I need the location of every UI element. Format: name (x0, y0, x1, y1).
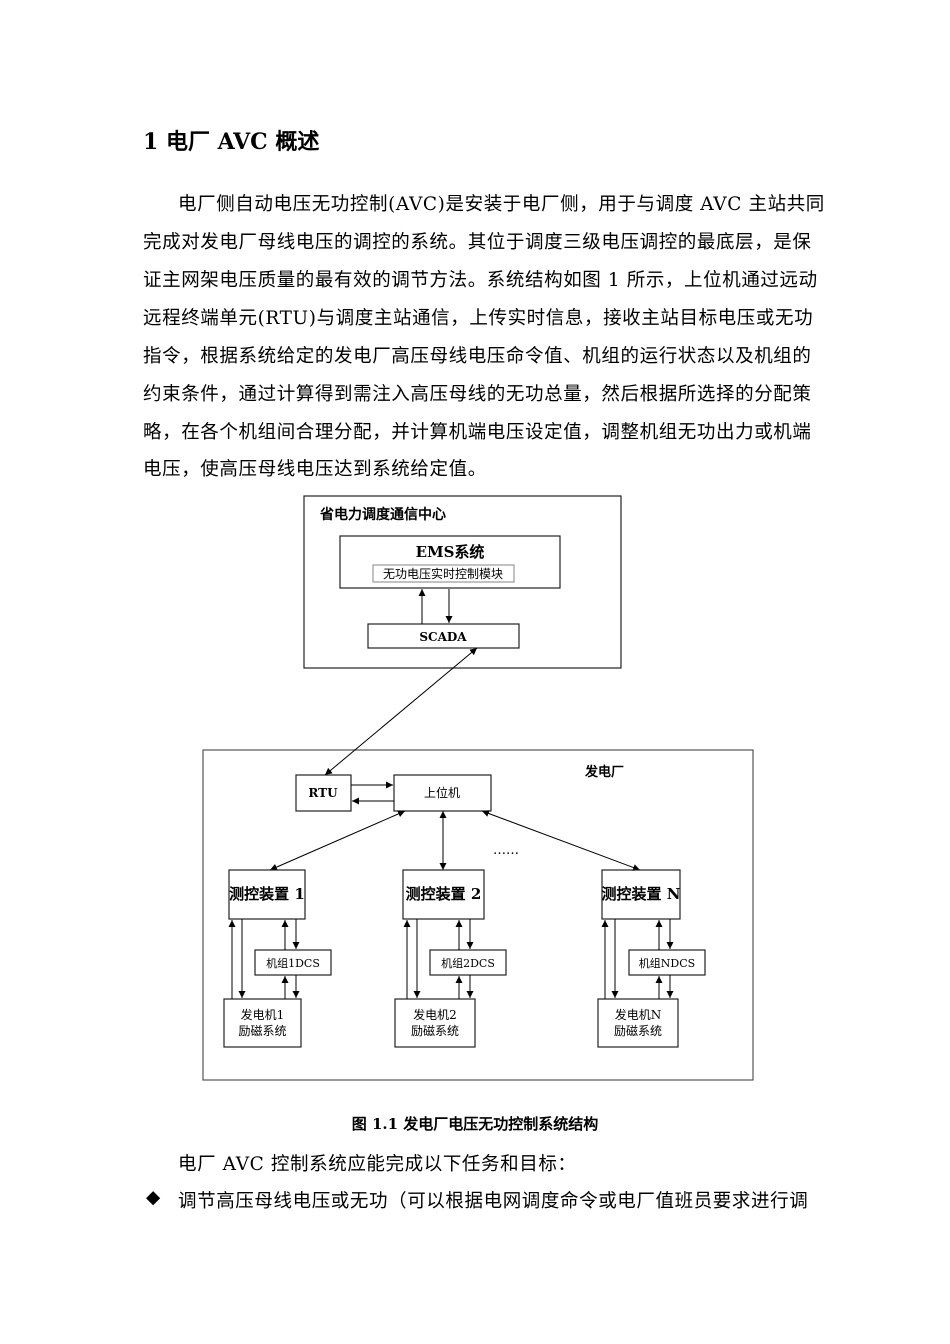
excitation-label: 励磁系统 (411, 1023, 459, 1038)
arrow-host-controller-n (481, 810, 641, 871)
paragraph-line: 指令，根据系统给定的发电厂高压母线电压命令值、机组的运行状态以及机组的 (143, 346, 812, 367)
paragraph-line: 略，在各个机组间合理分配，并计算机端电压设定值，调整机组无功出力或机端 (143, 422, 812, 443)
scada-label: SCADA (419, 630, 467, 644)
arrow-scada-rtu (324, 647, 478, 776)
rtu-label: RTU (308, 786, 338, 800)
generator-label: 发电机N (615, 1007, 662, 1022)
ems-module-label: 无功电压实时控制模块 (383, 566, 503, 581)
excitation-label: 励磁系统 (614, 1023, 662, 1038)
dcs-label: 机组NDCS (639, 956, 695, 970)
excitation-label: 励磁系统 (238, 1023, 286, 1038)
ellipsis: …… (493, 843, 519, 858)
controller-label: 测控装置 2 (406, 885, 482, 903)
paragraph-line: 约束条件，通过计算得到需注入高压母线的无功总量，然后根据所选择的分配策 (143, 384, 812, 405)
host-label: 上位机 (424, 785, 460, 800)
plant-box (202, 749, 754, 1081)
generator-box (394, 998, 476, 1048)
generator-label: 发电机1 (241, 1007, 285, 1022)
dcs-label: 机组1DCS (266, 956, 320, 970)
paragraph-line: 证主网架电压质量的最有效的调节方法。系统结构如图 1 所示，上位机通过远动 (143, 270, 818, 291)
controller-box (402, 869, 485, 920)
ems-label: EMS系统 (416, 543, 485, 561)
plant-label: 发电厂 (584, 764, 624, 780)
bullet-text: 调节高压母线电压或无功（可以根据电网调度命令或电厂值班员要求进行调 (178, 1191, 809, 1212)
paragraph-line: 电厂侧自动电压无功控制(AVC)是安装于电厂侧，用于与调度 AVC 主站共同 (178, 194, 825, 215)
figure-caption: 图 1.1 发电厂电压无功控制系统结构 (351, 1115, 599, 1133)
section-heading: 1 电厂 AVC 概述 (143, 129, 320, 155)
generator-label: 发电机2 (413, 1007, 457, 1022)
dispatch-center-label: 省电力调度通信中心 (319, 506, 446, 523)
controller-box (601, 869, 681, 920)
arrow-host-controller-1 (269, 810, 406, 871)
paragraph-line: 远程终端单元(RTU)与调度主站通信，上传实时信息，接收主站目标电压或无功 (143, 308, 814, 329)
generator-box (597, 998, 679, 1048)
paragraph-line: 完成对发电厂母线电压的调控的系统。其位于调度三级电压调控的最底层，是保 (143, 232, 812, 253)
ems-module-box (372, 564, 515, 583)
controller-label: 测控装置 N (602, 885, 681, 903)
dcs-label: 机组2DCS (441, 956, 495, 970)
ems-box (339, 535, 561, 589)
paragraph-line: 电压，使高压母线电压达到系统给定值。 (143, 459, 487, 480)
generator-box (223, 998, 302, 1048)
paragraph-line: 电厂 AVC 控制系统应能完成以下任务和目标： (178, 1154, 577, 1175)
dcs-box (429, 949, 507, 976)
controller-label: 测控装置 1 (229, 885, 305, 903)
dcs-box (254, 949, 332, 976)
dcs-box (628, 949, 706, 976)
diamond-bullet-icon: ◆ (146, 1187, 161, 1208)
controller-box (228, 869, 306, 920)
